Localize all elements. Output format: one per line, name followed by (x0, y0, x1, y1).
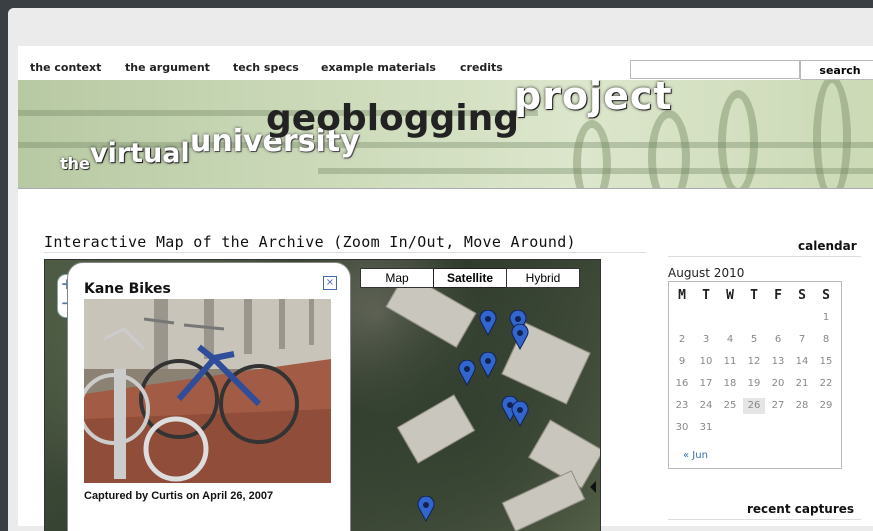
map-marker[interactable] (509, 309, 527, 337)
map-info-window: Kane Bikes × (67, 262, 351, 531)
calendar-dow: S (822, 288, 830, 303)
calendar-day: 27 (771, 400, 785, 411)
calendar-day: 30 (675, 422, 689, 433)
calendar-day: 7 (798, 334, 806, 345)
browser-page: the context the argument tech specs exam… (8, 8, 873, 531)
calendar-day: 15 (819, 356, 833, 367)
calendar-day: 31 (699, 422, 713, 433)
calendar-day: 24 (699, 400, 713, 411)
calendar-day: 1 (822, 312, 830, 323)
top-nav: the context the argument tech specs exam… (18, 46, 873, 81)
top-gap (8, 8, 873, 46)
capture-photo[interactable] (84, 299, 331, 483)
map-side-handle[interactable] (590, 481, 596, 493)
capture-caption: Captured by Curtis on April 26, 2007 (84, 490, 274, 502)
info-window-title: Kane Bikes (84, 281, 171, 297)
calendar-day: 10 (699, 356, 713, 367)
calendar-day: 9 (678, 356, 686, 367)
logo-university: university (190, 124, 360, 159)
interactive-map[interactable]: Map Satellite Hybrid + − Kane Bikes × (44, 259, 601, 531)
calendar-day: 16 (675, 378, 689, 389)
map-marker[interactable] (417, 495, 435, 523)
calendar-day: 4 (726, 334, 734, 345)
map-type-satellite[interactable]: Satellite (433, 268, 507, 288)
calendar-day: 13 (771, 356, 785, 367)
calendar-day: 17 (699, 378, 713, 389)
page-title: Interactive Map of the Archive (Zoom In/… (44, 233, 576, 251)
map-marker[interactable] (458, 359, 476, 387)
site-banner: the virtual university geoblogging proje… (18, 80, 873, 189)
calendar-day: 11 (723, 356, 737, 367)
calendar-day: 2 (678, 334, 686, 345)
nav-link-tech-specs[interactable]: tech specs (233, 61, 299, 74)
title-divider (44, 252, 646, 253)
calendar-day: 20 (771, 378, 785, 389)
calendar-day: 25 (723, 400, 737, 411)
calendar-day: 12 (747, 356, 761, 367)
calendar-day: 22 (819, 378, 833, 389)
calendar-day: 8 (822, 334, 830, 345)
calendar-day: 26 (743, 398, 765, 414)
calendar-dow: W (726, 288, 734, 303)
calendar-day: 29 (819, 400, 833, 411)
site-content: the context the argument tech specs exam… (18, 46, 873, 531)
calendar-day: 23 (675, 400, 689, 411)
calendar-month: August 2010 (668, 266, 745, 280)
calendar-day: 28 (795, 400, 809, 411)
calendar-prev-link[interactable]: « Jun (683, 450, 708, 461)
calendar-dow: M (678, 288, 686, 303)
logo-project: project (514, 80, 673, 118)
search-button[interactable]: search (800, 60, 873, 80)
calendar-day: 3 (702, 334, 710, 345)
nav-link-argument[interactable]: the argument (125, 61, 210, 74)
logo-virtual: virtual (90, 138, 190, 169)
close-icon[interactable]: × (323, 276, 337, 290)
calendar-day: 5 (750, 334, 758, 345)
map-marker[interactable] (479, 309, 497, 337)
map-marker[interactable] (511, 400, 529, 428)
calendar-day: 18 (723, 378, 737, 389)
map-type-map[interactable]: Map (360, 268, 434, 288)
nav-link-example-materials[interactable]: example materials (321, 61, 436, 74)
map-marker[interactable] (511, 323, 529, 351)
nav-link-credits[interactable]: credits (460, 61, 503, 74)
nav-link-context[interactable]: the context (30, 61, 102, 74)
map-type-hybrid[interactable]: Hybrid (506, 268, 580, 288)
map-marker[interactable] (479, 351, 497, 379)
calendar-day: 14 (795, 356, 809, 367)
recent-captures-heading: recent captures (747, 502, 855, 516)
calendar-dow: S (798, 288, 806, 303)
calendar-day: 21 (795, 378, 809, 389)
calendar-day: 19 (747, 378, 761, 389)
recent-captures-divider (668, 519, 861, 520)
calendar-divider (668, 256, 861, 257)
calendar-dow: T (702, 288, 710, 303)
calendar-dow: T (750, 288, 758, 303)
search-input[interactable] (630, 60, 800, 79)
calendar-dow: F (774, 288, 782, 303)
logo-the: the (60, 154, 90, 173)
calendar-day: 6 (774, 334, 782, 345)
calendar-heading: calendar (798, 239, 857, 253)
logo-geoblogging: geoblogging (266, 98, 520, 139)
bikes-photo-illustration (84, 299, 331, 483)
